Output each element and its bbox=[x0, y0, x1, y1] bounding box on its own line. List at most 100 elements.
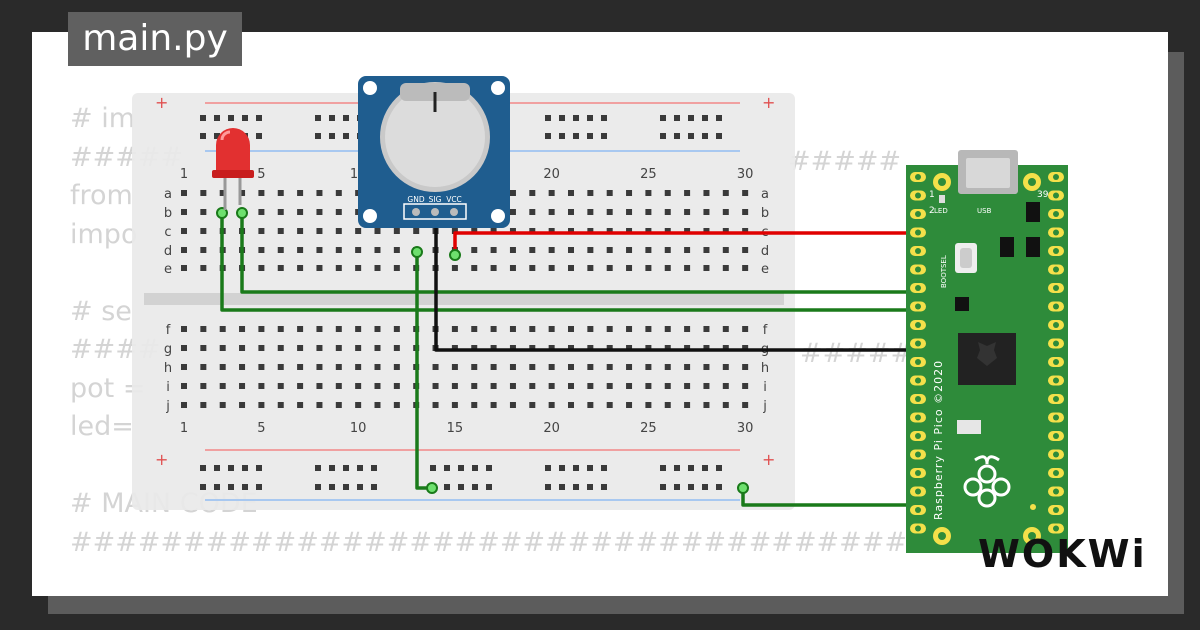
breadboard-hole[interactable] bbox=[568, 364, 574, 370]
breadboard-hole[interactable] bbox=[684, 326, 691, 332]
rail-hole[interactable] bbox=[458, 465, 464, 471]
breadboard-hole[interactable] bbox=[626, 228, 633, 234]
breadboard-hole[interactable] bbox=[355, 345, 362, 351]
breadboard-hole[interactable] bbox=[684, 190, 691, 196]
breadboard-hole[interactable] bbox=[277, 402, 284, 408]
rail-hole[interactable] bbox=[343, 484, 349, 490]
breadboard-hole[interactable] bbox=[703, 247, 710, 253]
breadboard-hole[interactable] bbox=[548, 326, 555, 332]
breadboard-hole[interactable] bbox=[258, 190, 265, 196]
breadboard-hole[interactable] bbox=[703, 345, 710, 351]
breadboard-hole[interactable] bbox=[471, 383, 478, 389]
breadboard-hole[interactable] bbox=[703, 402, 710, 408]
rail-hole[interactable] bbox=[214, 465, 220, 471]
breadboard-hole[interactable] bbox=[509, 345, 516, 351]
breadboard-hole[interactable] bbox=[742, 247, 749, 253]
breadboard-hole[interactable] bbox=[703, 190, 710, 196]
rail-hole[interactable] bbox=[660, 465, 666, 471]
rail-hole[interactable] bbox=[256, 133, 262, 139]
breadboard-hole[interactable] bbox=[568, 383, 574, 389]
rail-hole[interactable] bbox=[688, 465, 694, 471]
rail-hole[interactable] bbox=[559, 484, 565, 490]
breadboard-hole[interactable] bbox=[258, 383, 265, 389]
breadboard-hole[interactable] bbox=[703, 383, 710, 389]
red-led[interactable] bbox=[212, 128, 254, 210]
breadboard-hole[interactable] bbox=[606, 326, 613, 332]
breadboard-hole[interactable] bbox=[200, 364, 207, 370]
breadboard-hole[interactable] bbox=[722, 247, 729, 253]
breadboard-hole[interactable] bbox=[200, 402, 207, 408]
breadboard-hole[interactable] bbox=[316, 228, 323, 234]
breadboard-hole[interactable] bbox=[509, 364, 516, 370]
breadboard-hole[interactable] bbox=[471, 402, 478, 408]
breadboard-hole[interactable] bbox=[509, 265, 516, 271]
rail-hole[interactable] bbox=[315, 115, 321, 121]
breadboard-hole[interactable] bbox=[684, 383, 691, 389]
breadboard-hole[interactable] bbox=[645, 364, 652, 370]
rail-hole[interactable] bbox=[573, 484, 579, 490]
breadboard-hole[interactable] bbox=[703, 228, 710, 234]
breadboard-hole[interactable] bbox=[490, 326, 497, 332]
breadboard-hole[interactable] bbox=[529, 383, 536, 389]
breadboard-hole[interactable] bbox=[490, 402, 497, 408]
rail-hole[interactable] bbox=[200, 465, 206, 471]
breadboard-hole[interactable] bbox=[664, 345, 671, 351]
breadboard-hole[interactable] bbox=[490, 383, 497, 389]
rail-hole[interactable] bbox=[545, 133, 551, 139]
breadboard-hole[interactable] bbox=[548, 209, 555, 215]
breadboard-hole[interactable] bbox=[413, 228, 420, 234]
breadboard-hole[interactable] bbox=[219, 383, 226, 389]
rail-hole[interactable] bbox=[200, 484, 206, 490]
breadboard-hole[interactable] bbox=[548, 265, 555, 271]
breadboard-hole[interactable] bbox=[703, 209, 710, 215]
breadboard-hole[interactable] bbox=[432, 402, 439, 408]
breadboard-hole[interactable] bbox=[722, 364, 729, 370]
breadboard-hole[interactable] bbox=[722, 326, 729, 332]
breadboard-hole[interactable] bbox=[664, 228, 671, 234]
breadboard-hole[interactable] bbox=[374, 383, 381, 389]
rail-hole[interactable] bbox=[214, 133, 220, 139]
rail-hole[interactable] bbox=[702, 133, 708, 139]
breadboard-hole[interactable] bbox=[335, 326, 342, 332]
rail-hole[interactable] bbox=[601, 133, 607, 139]
rail-hole[interactable] bbox=[486, 484, 492, 490]
breadboard-hole[interactable] bbox=[181, 190, 187, 196]
breadboard-hole[interactable] bbox=[606, 383, 613, 389]
breadboard-hole[interactable] bbox=[471, 247, 478, 253]
rail-hole[interactable] bbox=[660, 133, 666, 139]
breadboard-hole[interactable] bbox=[684, 247, 691, 253]
breadboard-hole[interactable] bbox=[684, 265, 691, 271]
breadboard-hole[interactable] bbox=[490, 265, 497, 271]
breadboard-hole[interactable] bbox=[568, 326, 574, 332]
breadboard-hole[interactable] bbox=[200, 326, 207, 332]
breadboard-hole[interactable] bbox=[587, 228, 594, 234]
breadboard-hole[interactable] bbox=[316, 190, 323, 196]
breadboard-hole[interactable] bbox=[587, 345, 594, 351]
breadboard-hole[interactable] bbox=[606, 402, 613, 408]
breadboard-hole[interactable] bbox=[509, 209, 516, 215]
breadboard-hole[interactable] bbox=[277, 190, 284, 196]
breadboard-hole[interactable] bbox=[587, 326, 594, 332]
rail-hole[interactable] bbox=[702, 465, 708, 471]
breadboard-hole[interactable] bbox=[509, 383, 516, 389]
breadboard-hole[interactable] bbox=[509, 402, 516, 408]
wires[interactable] bbox=[216, 207, 1058, 507]
breadboard-hole[interactable] bbox=[684, 402, 691, 408]
breadboard-hole[interactable] bbox=[451, 345, 458, 351]
rail-hole[interactable] bbox=[343, 465, 349, 471]
breadboard-hole[interactable] bbox=[529, 265, 536, 271]
rail-hole[interactable] bbox=[228, 115, 234, 121]
breadboard-hole[interactable] bbox=[664, 383, 671, 389]
breadboard-hole[interactable] bbox=[277, 265, 284, 271]
breadboard-hole[interactable] bbox=[490, 247, 497, 253]
breadboard-hole[interactable] bbox=[471, 265, 478, 271]
breadboard-hole[interactable] bbox=[587, 364, 594, 370]
breadboard-hole[interactable] bbox=[529, 364, 536, 370]
breadboard-hole[interactable] bbox=[374, 247, 381, 253]
breadboard-hole[interactable] bbox=[568, 402, 574, 408]
rail-hole[interactable] bbox=[315, 465, 321, 471]
breadboard-hole[interactable] bbox=[335, 209, 342, 215]
breadboard-hole[interactable] bbox=[626, 383, 633, 389]
